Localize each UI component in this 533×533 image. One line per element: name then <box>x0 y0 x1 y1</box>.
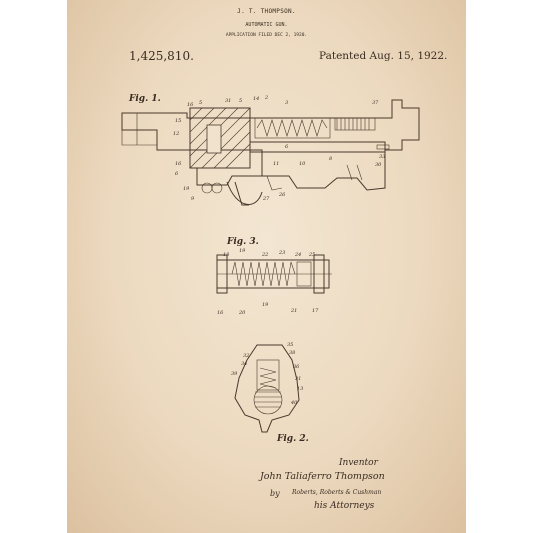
svg-text:14: 14 <box>253 96 259 102</box>
svg-text:9: 9 <box>191 196 195 202</box>
svg-text:30: 30 <box>375 162 382 168</box>
svg-text:25: 25 <box>308 252 315 258</box>
header-title: AUTOMATIC GUN. <box>245 22 288 28</box>
svg-text:20: 20 <box>238 310 246 316</box>
svg-text:6: 6 <box>175 171 179 177</box>
svg-text:23: 23 <box>278 250 285 256</box>
svg-text:37: 37 <box>372 100 379 106</box>
patent-sheet: J. T. THOMPSON. AUTOMATIC GUN. APPLICATI… <box>67 0 466 533</box>
svg-text:3: 3 <box>285 100 288 106</box>
svg-text:17: 17 <box>312 308 319 314</box>
header-inventor: J. T. THOMPSON. <box>237 8 296 15</box>
svg-text:35: 35 <box>287 342 293 348</box>
svg-text:16: 16 <box>217 310 224 316</box>
svg-text:34: 34 <box>241 361 247 367</box>
patent-number: 1,425,810. <box>129 49 194 63</box>
svg-text:10: 10 <box>299 161 306 167</box>
patented-date: Patented Aug. 15, 1922. <box>319 50 448 62</box>
svg-text:6: 6 <box>285 144 289 150</box>
svg-text:13: 13 <box>297 386 303 392</box>
svg-text:32: 32 <box>243 353 249 359</box>
svg-text:39: 39 <box>231 371 238 377</box>
svg-text:18: 18 <box>223 252 229 258</box>
svg-text:22: 22 <box>261 252 268 258</box>
svg-text:26: 26 <box>278 192 286 198</box>
svg-text:16: 16 <box>175 161 182 167</box>
svg-text:2: 2 <box>264 95 268 101</box>
inventor-label: Inventor <box>339 458 378 468</box>
fig1-label: Fig. 1. <box>129 94 161 104</box>
fig3-drawing: 18 19 22 23 24 25 16 20 19 21 17 <box>216 248 332 316</box>
svg-text:11: 11 <box>273 161 279 167</box>
header-filed: APPLICATION FILED DEC 2, 1920. <box>225 33 308 38</box>
svg-text:15: 15 <box>175 118 181 124</box>
svg-text:38: 38 <box>289 350 295 356</box>
svg-text:5: 5 <box>199 100 202 106</box>
svg-text:8: 8 <box>329 156 332 162</box>
svg-text:19: 19 <box>262 302 269 308</box>
inventor-name: John Taliaferro Thompson <box>260 471 385 482</box>
by-label: by <box>270 489 280 498</box>
svg-text:24: 24 <box>294 252 301 258</box>
svg-text:36: 36 <box>293 364 300 370</box>
svg-text:27: 27 <box>262 196 270 202</box>
svg-text:21: 21 <box>290 308 297 314</box>
fig3-label: Fig. 3. <box>227 237 259 247</box>
svg-text:31: 31 <box>225 98 231 104</box>
svg-text:19: 19 <box>239 248 246 254</box>
attorneys-signature: Roberts, Roberts & Cushman <box>292 489 382 496</box>
attorneys-label: his Attorneys <box>314 501 375 511</box>
svg-text:19: 19 <box>183 186 190 192</box>
svg-text:33: 33 <box>379 154 385 160</box>
svg-text:12: 12 <box>173 131 179 137</box>
svg-text:40: 40 <box>290 400 298 406</box>
fig2-drawing: 35 38 32 34 36 31 39 13 40 <box>231 342 303 433</box>
svg-text:5: 5 <box>239 98 242 104</box>
svg-text:31: 31 <box>295 376 301 382</box>
fig1-drawing: 16 5 31 5 14 2 3 37 15 12 16 6 11 10 8 6 30 33 27… <box>121 95 420 206</box>
fig2-label: Fig. 2. <box>277 434 309 444</box>
svg-text:16: 16 <box>187 102 194 108</box>
